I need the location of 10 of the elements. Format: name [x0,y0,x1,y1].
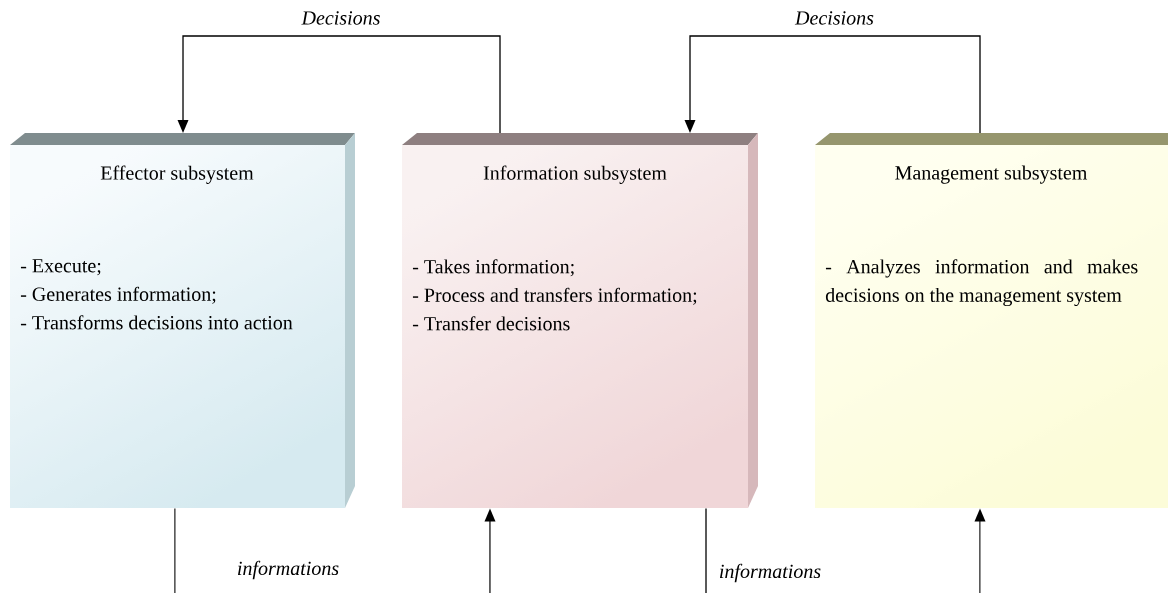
flow-label: informations [720,563,821,583]
edge-label: Decisions [300,10,382,26]
subsystem-block: Information subsystem - Takes information; - Process and transfers information; - Transfer decisions [402,133,758,508]
subsystem-block: Management subsystem - Analyzes information and makes decisions on the management system [815,133,1168,508]
flow-label: informations [238,560,339,580]
edge-label: Decisions [794,10,875,26]
arrow [177,35,501,134]
arrow [484,508,496,593]
subsystem-block: Effector subsystem - Execute; - Generates information; - Transforms decisions into action [10,133,355,508]
arrow [974,508,986,593]
